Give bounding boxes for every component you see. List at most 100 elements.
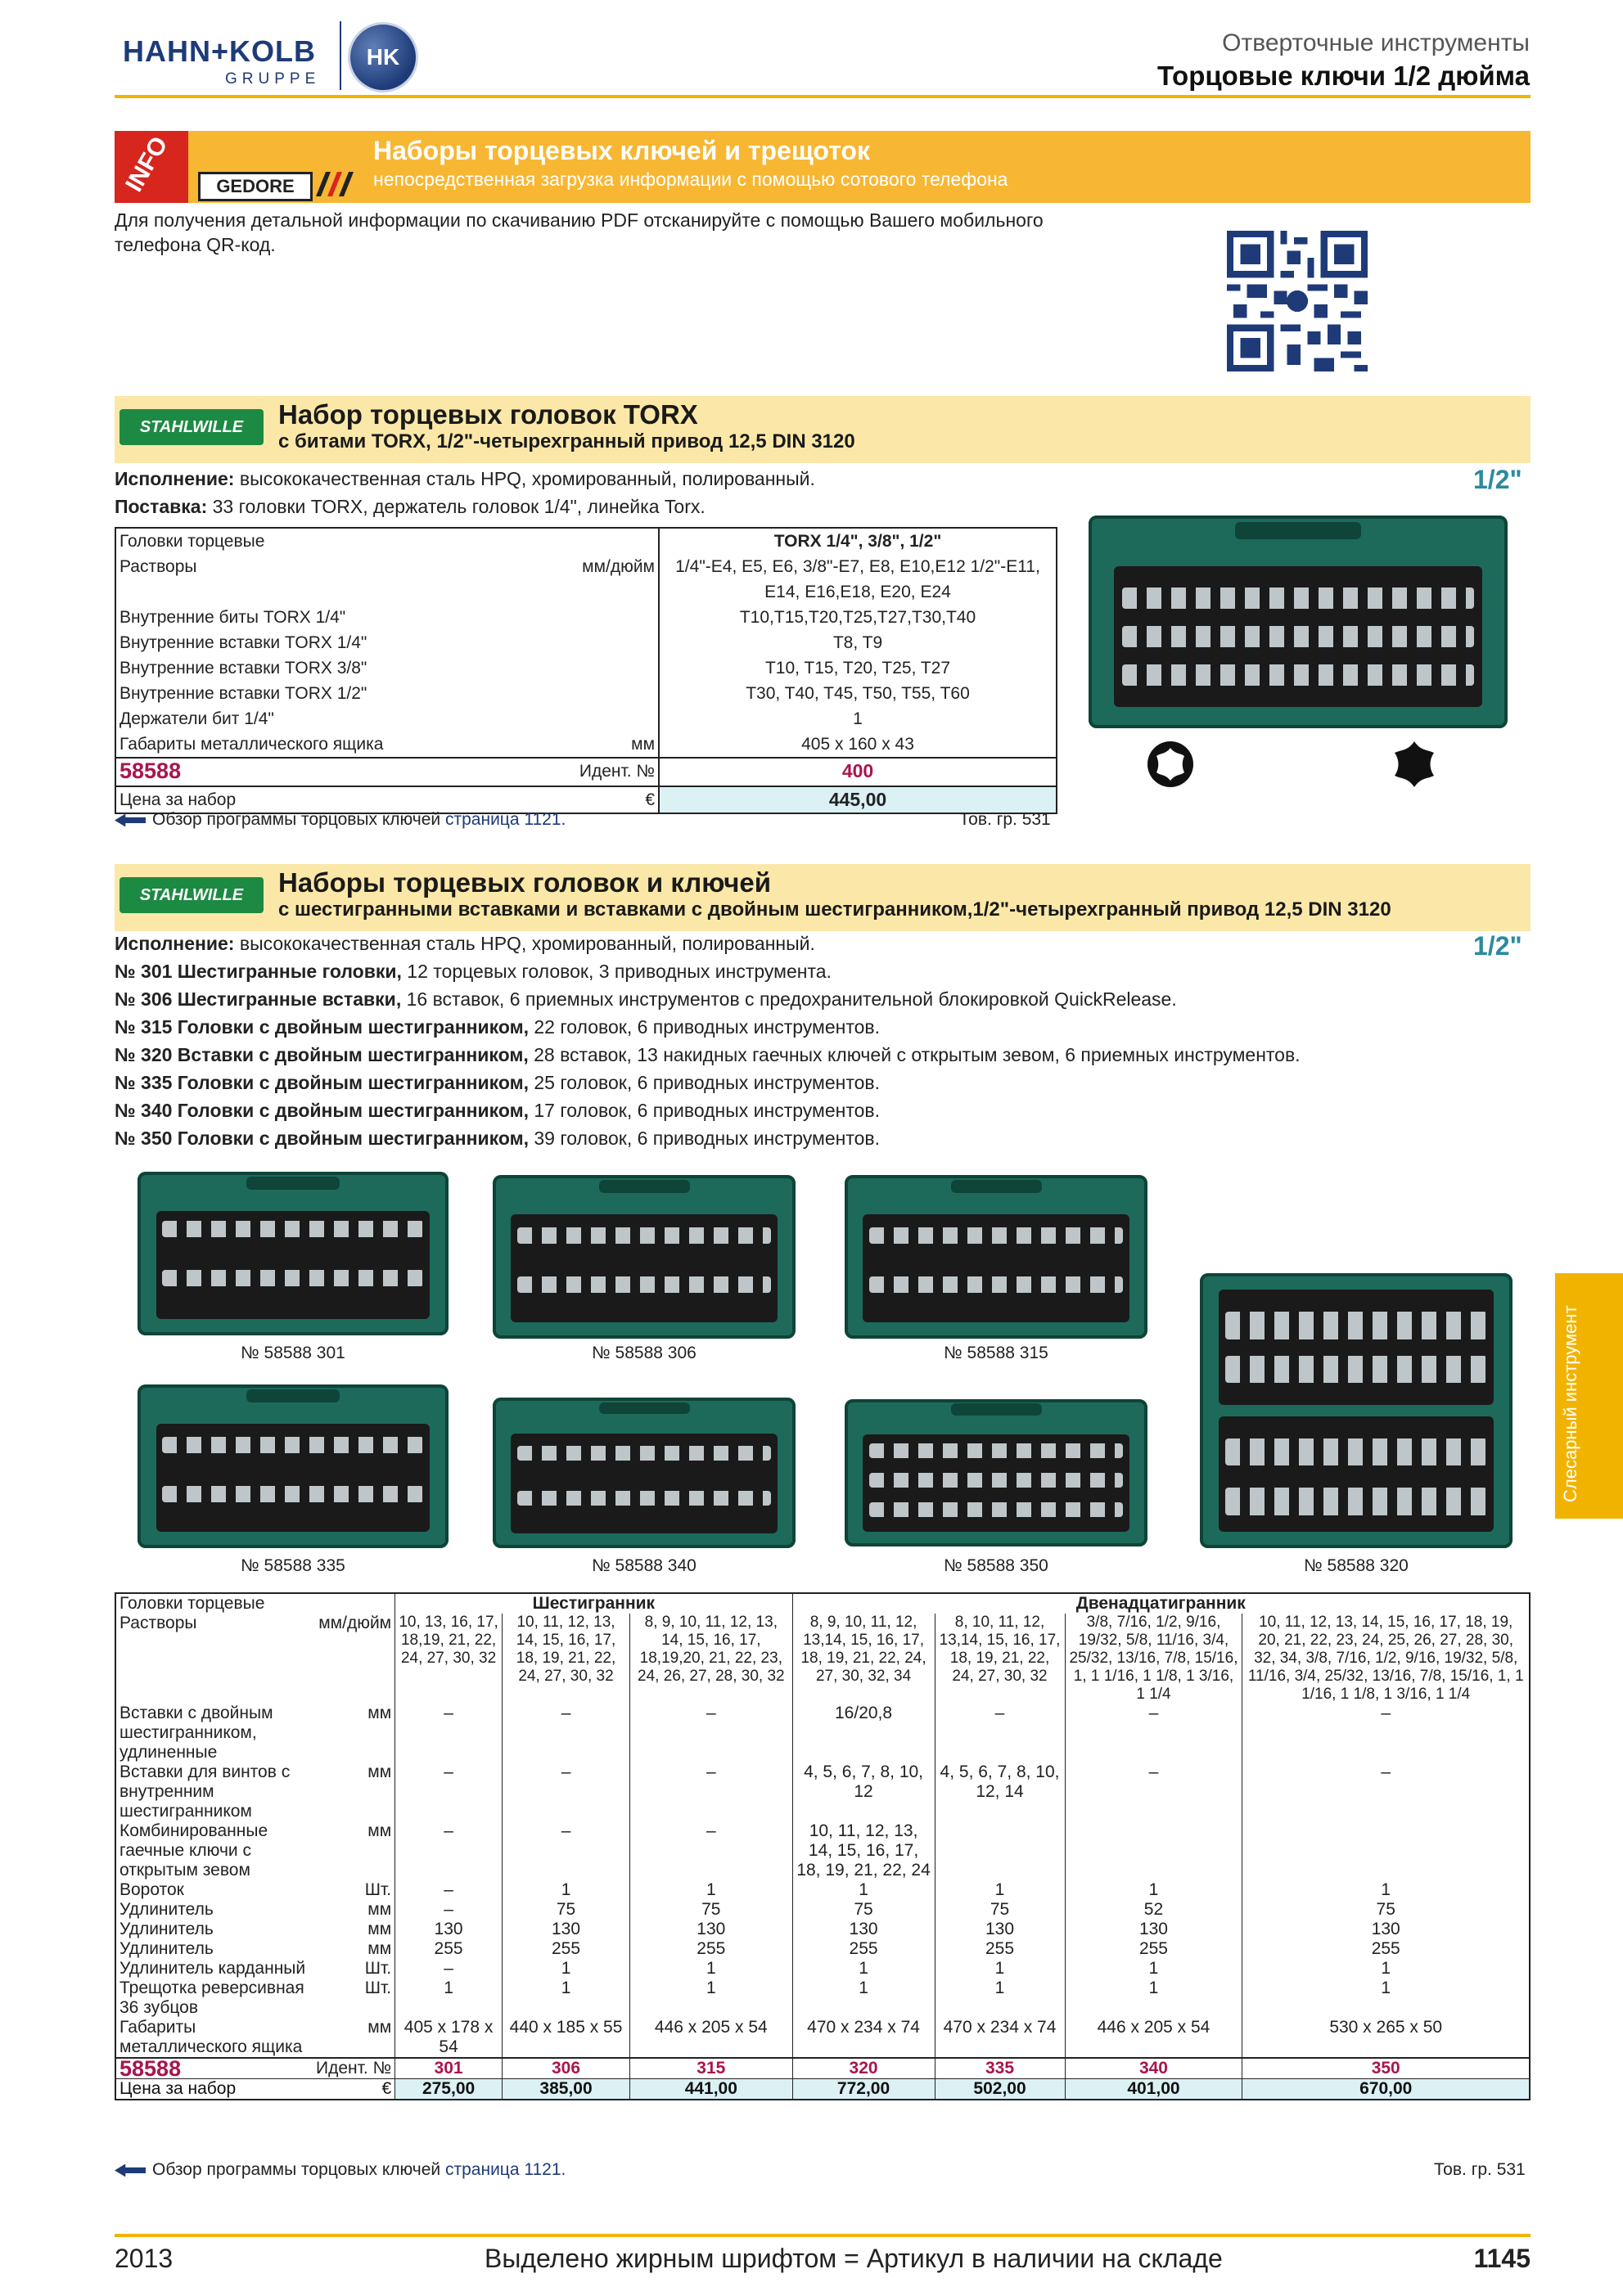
sets-spec-cell: 75 <box>791 1900 935 1920</box>
case-handle <box>246 1389 340 1402</box>
sets-line-lead: № 320 Вставки с двойным шестигранником, <box>115 1044 529 1065</box>
torx-spec-unit <box>548 630 660 655</box>
sets-spec-cell: – <box>629 1763 793 1821</box>
socket-row <box>1224 1438 1488 1466</box>
header-category: Отверточные инструменты <box>1222 29 1530 56</box>
case-handle <box>950 1180 1042 1193</box>
torx-spec-value: 405 x 160 x 43 <box>801 735 914 754</box>
torx-spec-value: T30, T40, T45, T50, T55, T60 <box>746 684 970 703</box>
sets-line-lead: № 335 Головки с двойным шестигранником, <box>115 1072 529 1093</box>
sets-spec-cell: 10, 13, 16, 17, 18,19, 21, 22, 24, 27, 3… <box>394 1614 503 1704</box>
sets-spec-label: Вороток <box>119 1880 184 1899</box>
torx-price-label: Цена за набор <box>115 786 548 813</box>
sets-spec-label: Удлинитель <box>119 1920 214 1938</box>
info-bar <box>115 131 1531 203</box>
price-301: 275,00 <box>394 2078 503 2100</box>
sets-spec-cell: – <box>629 1704 793 1763</box>
sets-spec-cell: 10, 11, 12, 13, 14, 15, 16, 17, 18, 19, … <box>502 1614 630 1704</box>
sets-spec-cell: – <box>394 1704 503 1763</box>
socket-row <box>868 1443 1124 1458</box>
sets-price-row: Цена за набор € 275,00 385,00 441,00 772… <box>115 2078 1530 2100</box>
sets-spec-row: Комбинированные гаечные ключи с открытым… <box>115 1821 1530 1880</box>
side-tab[interactable]: Слесарный инструмент <box>1555 1273 1623 1519</box>
price-350: 670,00 <box>1242 2078 1530 2100</box>
table-header-row: Головки торцевые Шестигранник Двенадцати… <box>115 1593 1530 1614</box>
sets-spec-cell: 255 <box>791 1939 935 1959</box>
group-hex: Шестигранник <box>394 1593 793 1614</box>
sets-spec-cell: – <box>934 1704 1066 1763</box>
sets-spec-cell: 1 <box>394 1979 503 2018</box>
torx-spec-unit <box>548 655 660 681</box>
sets-line-lead: № 301 Шестигранные головки, <box>115 961 402 982</box>
qr-code-icon[interactable] <box>1224 231 1371 371</box>
sets-spec-cell: 1 <box>1242 1979 1530 2018</box>
sets-spec-cell: 130 <box>1064 1920 1242 1939</box>
sets-spec-cell: 8, 10, 11, 12, 13,14, 15, 16, 17, 18, 19… <box>934 1614 1066 1704</box>
wrench-tray <box>1218 1290 1495 1406</box>
sets-spec-row: Вставки с двойным шестигранником, удлине… <box>115 1704 1530 1763</box>
sets-section-bar <box>115 864 1531 931</box>
sets-spec-cell: 405 x 178 x 54 <box>394 2018 503 2058</box>
socket-row <box>868 1276 1124 1293</box>
caption-306: № 58588 306 <box>592 1344 697 1362</box>
info-badge-icon: INFO <box>115 131 188 203</box>
torx-spec-value: T8, T9 <box>832 633 883 652</box>
set-image-335 <box>138 1384 449 1548</box>
torx-currency: € <box>548 786 660 813</box>
torx-ref-link[interactable]: страница 1121. <box>445 810 566 829</box>
sets-spec-unit: Шт. <box>364 1959 392 1978</box>
socket-row <box>516 1491 772 1506</box>
torx-spec-label: Габариты металлического ящика <box>119 735 384 754</box>
torx-ident-row: 58588 Идент. № 400 <box>115 757 1057 786</box>
torx-spec-row: Держатели бит 1/4"1 <box>115 706 1057 732</box>
header-unit <box>313 1593 395 1614</box>
sets-spec-label: Вставки с двойным шестигранником, удлине… <box>119 1704 273 1762</box>
sets-spec-cell: 75 <box>934 1900 1066 1920</box>
torx-spec-value: 1/4"-E4, E5, E6, 3/8"-E7, E8, E10,E12 1/… <box>675 557 1040 601</box>
socket-row <box>162 1437 424 1453</box>
case-handle <box>1235 521 1361 539</box>
header-title: Торцовые ключи 1/2 дюйма <box>1156 61 1530 91</box>
sets-spec-cell: 440 x 185 x 55 <box>502 2018 630 2058</box>
sets-spec-cell: 1 <box>934 1880 1066 1900</box>
torx-spec-value: 1 <box>853 709 863 728</box>
sets-price-label: Цена за набор <box>115 2078 313 2100</box>
sets-spec-cell: 1 <box>502 1880 630 1900</box>
sets-line-text: 17 головок, 6 приводных инструментов. <box>529 1100 881 1121</box>
sets-spec-cell: 1 <box>502 1959 630 1979</box>
torx-spec-unit <box>548 605 660 630</box>
set-image-320 <box>1200 1273 1513 1548</box>
execution-text: высококачественная сталь HPQ, хромирован… <box>239 468 815 489</box>
ident-306: 306 <box>502 2057 630 2079</box>
sets-spec-cell: 3/8, 7/16, 1/2, 9/16, 19/32, 5/8, 11/16,… <box>1064 1614 1242 1704</box>
sets-spec-unit: мм <box>367 1900 392 1919</box>
sets-spec-label: Габариты металлического ящика <box>119 2018 303 2056</box>
sets-spec-cell: – <box>629 1821 793 1880</box>
sets-line-text: 28 вставок, 13 накидных гаечных ключей с… <box>528 1044 1301 1065</box>
ident-315: 315 <box>629 2057 793 2079</box>
sets-spec-label: Трещотка реверсивная 36 зубцов <box>119 1979 304 2017</box>
torx-spec-row: Внутренние биты TORX 1/4"T10,T15,T20,T25… <box>115 605 1057 630</box>
torx-spec-value: T10, T15, T20, T25, T27 <box>764 659 951 678</box>
torx-spec-unit: мм <box>548 732 660 758</box>
sets-spec-cell: 1 <box>1064 1979 1242 2018</box>
torx-ident-value: 400 <box>659 757 1057 786</box>
torx-spec-row: Внутренние вставки TORX 1/2"T30, T40, T4… <box>115 681 1057 706</box>
sets-spec-cell: 4, 5, 6, 7, 8, 10, 12 <box>791 1763 935 1821</box>
sets-line-lead: № 350 Головки с двойным шестигранником, <box>115 1128 529 1149</box>
sets-spec-cell: 1 <box>791 1880 935 1900</box>
torx-section-bar <box>115 396 1531 463</box>
sets-spec-cell: – <box>502 1704 630 1763</box>
socket-row <box>1224 1488 1488 1515</box>
footer-rule <box>115 2234 1531 2237</box>
sets-line-text: 25 головок, 6 приводных инструментов. <box>529 1072 881 1093</box>
sets-spec-cell: 130 <box>934 1920 1066 1939</box>
sets-spec-cell: – <box>394 1763 503 1821</box>
sets-ref-link[interactable]: страница 1121. <box>445 2160 566 2179</box>
sets-spec-cell: 1 <box>629 1979 793 2018</box>
